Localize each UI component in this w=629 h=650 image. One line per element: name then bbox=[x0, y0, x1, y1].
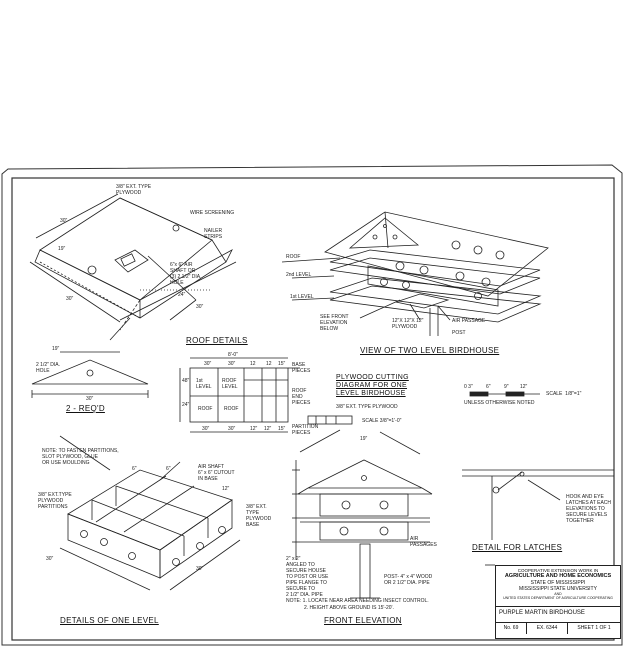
roof-dim-30a: 30" bbox=[60, 218, 68, 224]
cutting-top-dim-1: 30" bbox=[204, 361, 212, 367]
view-air-passage-label: AIR PASSAGE bbox=[452, 318, 486, 324]
cutting-cell-4: ROOF bbox=[224, 406, 239, 412]
cutting-bottom-dim-4: 12" bbox=[264, 426, 272, 432]
cutting-left-dim-1: 48" bbox=[182, 378, 190, 384]
cutting-cell-2: ROOF LEVEL bbox=[222, 378, 238, 390]
title-block-line4: MISSISSIPPI STATE UNIVERSITY bbox=[519, 586, 597, 592]
view-level1-label: 1st LEVEL bbox=[290, 294, 314, 300]
scale-bar-drawing bbox=[469, 391, 540, 397]
cutting-side-label-3: PARTITION PIECES bbox=[292, 424, 319, 436]
cutting-bottom-dim-1: 30" bbox=[202, 426, 210, 432]
one-level-dim-1: 30" bbox=[46, 556, 54, 562]
cutting-side-label-1: BASE PIECES bbox=[292, 362, 311, 374]
view-plywood-label: 12"X 12"X 12" PLYWOOD bbox=[392, 318, 424, 330]
one-level-note: NOTE: TO FASTEN PARTITIONS, SLOT PLYWOOD… bbox=[42, 448, 119, 466]
gable-dim-19: 19" bbox=[52, 346, 60, 352]
cutting-side-label-2: ROOF END PIECES bbox=[292, 388, 311, 406]
front-dim-19: 19" bbox=[360, 436, 368, 442]
title-block-org: COOPERATIVE EXTENSION WORK IN AGRICULTUR… bbox=[496, 568, 620, 600]
cutting-cell-3: ROOF bbox=[198, 406, 213, 412]
roof-plywood-label: 3/8" EXT. TYPE PLYWOOD bbox=[116, 184, 152, 196]
title-block-line2: AGRICULTURE AND HOME ECONOMICS bbox=[504, 573, 612, 579]
title-block-line6: UNITED STATES DEPARTMENT OF AGRICULTURE … bbox=[503, 596, 613, 600]
latch-drawing bbox=[462, 469, 614, 540]
cutting-bottom-dim-3: 12" bbox=[250, 426, 258, 432]
title-block-line3: STATE OF MISSISSIPPI bbox=[530, 580, 586, 586]
nailer-strips-label: NAILER STRIPS bbox=[204, 228, 223, 240]
view-post-label: POST bbox=[452, 330, 466, 336]
roof-dim-30c: 30" bbox=[196, 304, 204, 310]
scale-bar-note: UNLESS OTHERWISE NOTED bbox=[464, 400, 535, 406]
cutting-bottom-dim-2: 30" bbox=[228, 426, 236, 432]
cutting-top-dim-3: 12 bbox=[250, 361, 256, 367]
front-note-2: 2. HEIGHT ABOVE GROUND IS 15'-20'. bbox=[304, 605, 394, 611]
one-level-ext-label: 3/8" EXT. TYPE PLYWOOD BASE bbox=[246, 504, 272, 528]
one-level-title: DETAILS OF ONE LEVEL bbox=[60, 616, 159, 625]
cutting-scale-label: SCALE 3/8"=1'-0" bbox=[362, 418, 402, 424]
cutting-bottom-dim-5: 15" bbox=[278, 426, 286, 432]
gable-dim-30: 30" bbox=[86, 396, 94, 402]
front-elevation-drawing bbox=[292, 429, 433, 599]
title-block-project: PURPLE MARTIN BIRDHOUSE bbox=[496, 606, 620, 619]
title-block: COOPERATIVE EXTENSION WORK IN AGRICULTUR… bbox=[495, 565, 621, 639]
title-block-no: No. 69 bbox=[496, 623, 527, 634]
scale-bar-label: SCALE 1/8"=1" bbox=[546, 391, 582, 397]
one-level-air-label: AIR SHAFT 6" x 6" CUTOUT IN BASE bbox=[198, 464, 235, 482]
cutting-top-dim-5: 15" bbox=[278, 361, 286, 367]
title-block-ex: EX. 6344 bbox=[527, 623, 568, 634]
cutting-diagram-title: PLYWOOD CUTTING DIAGRAM FOR ONE LEVEL BI… bbox=[336, 374, 409, 397]
scale-tick-2: 9" bbox=[504, 384, 509, 390]
front-note-1: NOTE: 1. LOCATE NEAR AREA NEEDING INSECT… bbox=[286, 598, 429, 604]
cutting-cell-1: 1st LEVEL bbox=[196, 378, 212, 390]
cutting-plywood-label: 3/8" EXT. TYPE PLYWOOD bbox=[336, 404, 398, 410]
title-block-line5: AND bbox=[554, 592, 562, 596]
view-see-front-label: SEE FRONT ELEVATION BELOW bbox=[320, 314, 349, 332]
front-angle-label: 2" x 2" ANGLED TO SECURE HOUSE TO POST O… bbox=[286, 556, 329, 598]
one-level-drawing bbox=[59, 435, 241, 591]
two-level-view-drawing bbox=[281, 211, 549, 336]
one-level-dim-5: 6" bbox=[132, 466, 137, 472]
roof-dim-19: 19" bbox=[58, 246, 66, 252]
view-roof-label: ROOF bbox=[286, 254, 301, 260]
gable-end-drawing bbox=[31, 317, 149, 398]
cutting-top-dim-2: 30" bbox=[228, 361, 236, 367]
cutting-left-dim-2: 24" bbox=[182, 402, 190, 408]
front-post-label: POST- 4" x 4" WOOD OR 2 1/2" DIA. PIPE bbox=[384, 574, 433, 586]
sheet-frame bbox=[1, 164, 623, 646]
front-elevation-title: FRONT ELEVATION bbox=[324, 616, 402, 625]
roof-detail-drawing bbox=[29, 193, 237, 331]
scale-tick-3: 12" bbox=[520, 384, 528, 390]
latch-title: DETAIL FOR LATCHES bbox=[472, 543, 563, 552]
cutting-diagram-drawing bbox=[179, 357, 353, 433]
view-level2-label: 2nd LEVEL bbox=[286, 272, 312, 278]
one-level-dim-4: 6" bbox=[166, 466, 171, 472]
cutting-top-dim: 8'-0" bbox=[228, 352, 238, 358]
wire-screening-label: WIRE SCREENING bbox=[190, 210, 235, 216]
roof-details-title: ROOF DETAILS bbox=[186, 336, 248, 345]
title-block-numbers: No. 69 EX. 6344 SHEET 1 OF 1 bbox=[496, 622, 620, 634]
front-air-label: AIR PASSAGES bbox=[410, 536, 437, 548]
roof-dim-24: 24" bbox=[178, 292, 186, 298]
one-level-dim-2: 30" bbox=[196, 566, 204, 572]
air-shaft-label: 6"x 6" AIR SHAFT OR (3) 2 1/2" DIA. HOLE bbox=[170, 262, 202, 286]
two-reqd-title: 2 - REQ'D bbox=[66, 404, 105, 413]
scale-tick-0: 0 3" bbox=[464, 384, 473, 390]
gable-hole-label: 2 1/2" DIA. HOLE bbox=[36, 362, 61, 374]
title-block-sheet: SHEET 1 OF 1 bbox=[577, 625, 611, 631]
one-level-plywood-label: 3/8" EXT.TYPE PLYWOOD PARTITIONS bbox=[38, 492, 72, 510]
cutting-top-dim-4: 12 bbox=[266, 361, 272, 367]
roof-dim-30b: 30" bbox=[66, 296, 74, 302]
one-level-dim-3: 12" bbox=[222, 486, 230, 492]
latch-note: HOOK AND EYE LATCHES AT EACH ELEVATIONS … bbox=[566, 494, 612, 524]
two-level-view-title: VIEW OF TWO LEVEL BIRDHOUSE bbox=[360, 346, 500, 355]
scale-tick-1: 6" bbox=[486, 384, 491, 390]
title-block-line1: COOPERATIVE EXTENSION WORK IN bbox=[517, 568, 599, 573]
